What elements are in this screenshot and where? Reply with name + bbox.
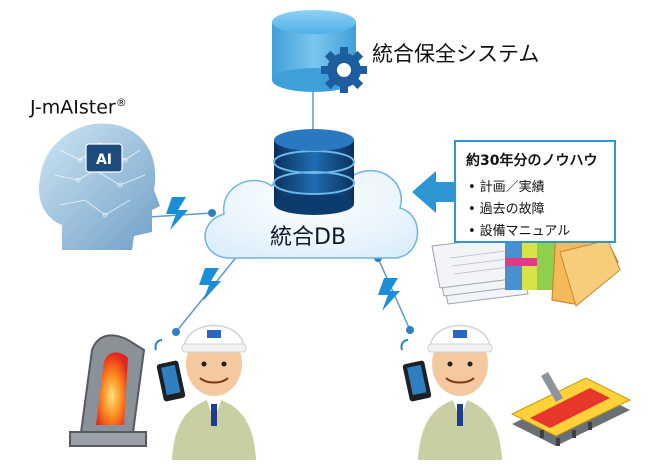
knowhow-item-failures: 過去の故障	[480, 198, 604, 217]
lightning-icons	[166, 197, 400, 311]
knowhow-item-plan: 計画／実績	[480, 176, 604, 195]
database-icon	[273, 129, 355, 215]
gear-icon	[321, 47, 367, 93]
knowhow-list: 計画／実績 過去の故障 設備マニュアル	[466, 176, 604, 239]
furnace-icon	[69, 334, 147, 447]
ai-label: J-mAIster®	[30, 96, 127, 118]
arrow-left-icon	[412, 171, 454, 213]
worker-right-icon	[400, 324, 502, 460]
knowhow-item-manual: 設備マニュアル	[480, 220, 604, 239]
ai-chip-label: AI	[96, 152, 112, 168]
worker-left-icon	[154, 324, 256, 460]
system-label: 統合保全システム	[372, 42, 540, 66]
knowhow-title: 約30年分のノウハウ	[466, 153, 598, 169]
documents-binders-icon	[431, 225, 621, 307]
db-label: 統合DB	[270, 225, 347, 250]
ai-name: J-mAIster	[30, 96, 116, 119]
rolling-mill-icon	[510, 372, 632, 446]
registered-mark: ®	[115, 96, 127, 109]
knowhow-box: 約30年分のノウハウ 計画／実績 過去の故障 設備マニュアル	[454, 140, 616, 243]
ai-brain-head-icon: AI	[38, 123, 160, 250]
